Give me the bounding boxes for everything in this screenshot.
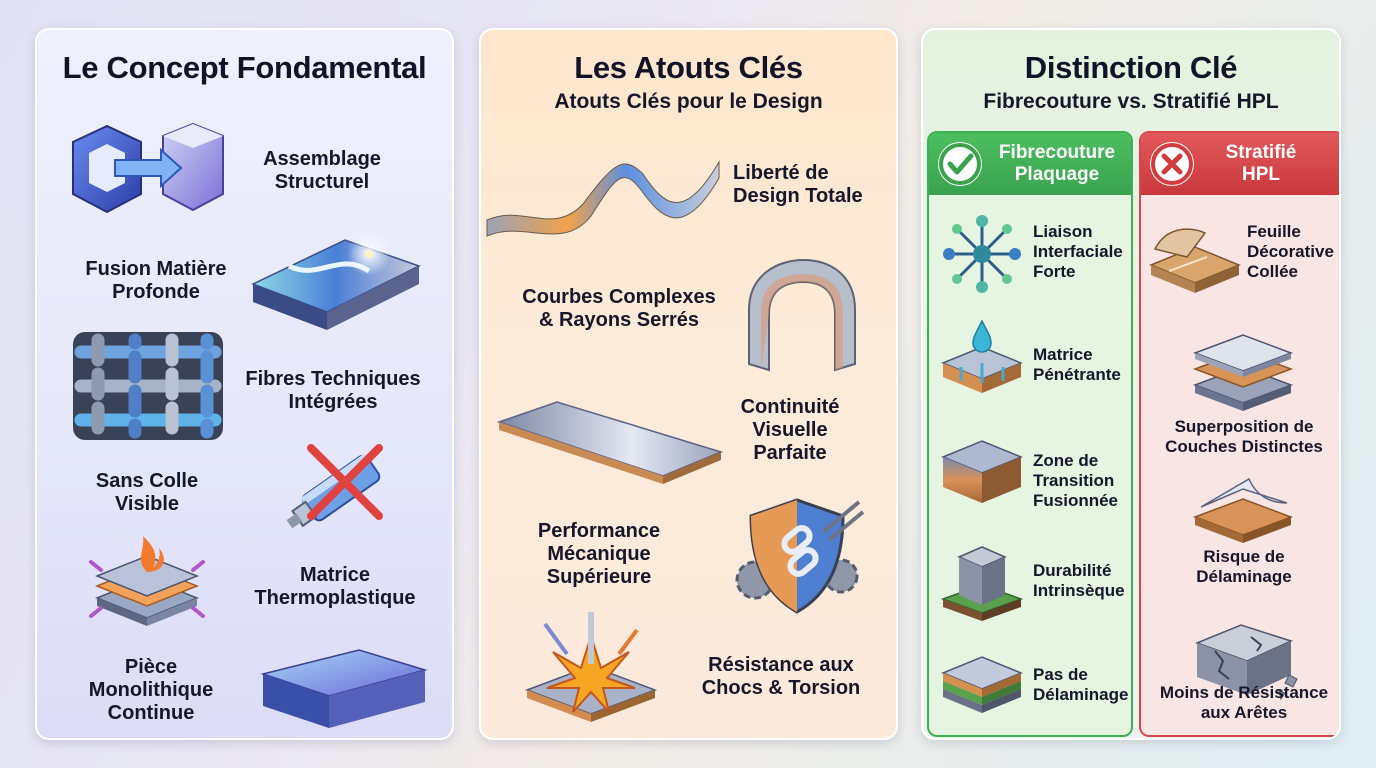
durability-cube-icon	[940, 546, 1024, 621]
hpl-item-label: Feuille Décorative Collée	[1247, 222, 1334, 281]
hpl-header: Stratifié HPL	[1141, 133, 1339, 195]
atouts-item-label: Continuité Visuelle Parfaite	[740, 396, 840, 464]
fibrecouture-column: Fibrecouture Plaquage Liaison Interfacia…	[927, 131, 1133, 737]
fibrecouture-header: Fibrecouture Plaquage	[929, 133, 1131, 195]
hpl-item-label: Risque de Délaminage	[1196, 547, 1292, 586]
design-freedom-icon	[486, 160, 720, 237]
fibrecouture-item-label: Matrice Pénétrante	[1033, 345, 1121, 384]
concept-item-label: Assemblage Structurel	[263, 148, 381, 193]
concept-panel: Le Concept Fondamental Assemblage Struct…	[35, 28, 454, 740]
delamination-risk-icon	[1192, 477, 1294, 543]
atouts-subtitle: Atouts Clés pour le Design	[554, 90, 823, 113]
thermoplastic-icon	[89, 536, 205, 626]
hpl-item-label: Superposition de Couches Distinctes	[1165, 417, 1323, 456]
material-fusion-icon	[251, 232, 421, 330]
hpl-item-label: Moins de Résistance aux Arêtes	[1159, 683, 1329, 722]
woven-fibers-icon	[73, 332, 223, 440]
monolithic-block-icon	[260, 649, 428, 728]
atouts-item-label: Performance Mécanique Supérieure	[537, 520, 661, 588]
layers-icon	[1192, 334, 1294, 411]
complex-curves-icon	[748, 258, 856, 372]
impact-icon	[524, 612, 658, 722]
hpl-column: Stratifié HPL Feuille Décorative Collée …	[1139, 131, 1339, 737]
atouts-panel: Les Atouts Clés Atouts Clés pour le Desi…	[479, 28, 898, 740]
distinction-subtitle: Fibrecouture vs. Stratifié HPL	[983, 90, 1279, 113]
concept-item-label: Sans Colle Visible	[95, 470, 199, 515]
distinction-title: Distinction Clé	[1024, 50, 1238, 85]
structural-assembly-icon	[72, 122, 224, 214]
fibrecouture-item-label: Zone de Transition Fusionnée	[1033, 451, 1119, 510]
fibrecouture-item-label: Liaison Interfaciale Forte	[1033, 222, 1123, 281]
molecule-icon	[943, 215, 1021, 293]
penetrating-matrix-icon	[941, 319, 1023, 393]
concept-item-label: Pièce Monolithique Continue	[88, 656, 214, 724]
atouts-item-label: Résistance aux Chocs & Torsion	[701, 654, 861, 699]
edge-damage-icon	[1194, 624, 1298, 701]
no-delamination-icon	[941, 656, 1023, 713]
atouts-title: Les Atouts Clés	[574, 50, 803, 85]
concept-item-label: Matrice Thermoplastique	[254, 564, 416, 609]
fibrecouture-item-label: Durabilité Intrinsèque	[1033, 561, 1125, 600]
fibrecouture-item-label: Pas de Délaminage	[1033, 665, 1129, 704]
atouts-item-label: Liberté de Design Totale	[733, 162, 863, 207]
fibrecouture-header-label: Fibrecouture Plaquage	[998, 142, 1116, 185]
visual-continuity-icon	[497, 401, 724, 484]
hpl-header-label: Stratifié HPL	[1225, 142, 1297, 185]
check-icon	[938, 142, 982, 186]
concept-item-label: Fibres Techniques Intégrées	[245, 368, 421, 413]
cross-icon	[1150, 142, 1194, 186]
transition-zone-icon	[941, 440, 1023, 503]
shield-icon	[735, 498, 865, 614]
no-glue-icon	[286, 444, 383, 529]
concept-title: Le Concept Fondamental	[62, 50, 427, 85]
decorative-sheet-icon	[1149, 228, 1241, 293]
concept-item-label: Fusion Matière Profonde	[85, 258, 227, 303]
atouts-item-label: Courbes Complexes & Rayons Serrés	[522, 286, 716, 331]
distinction-panel: Distinction Clé Fibrecouture vs. Stratif…	[921, 28, 1341, 740]
